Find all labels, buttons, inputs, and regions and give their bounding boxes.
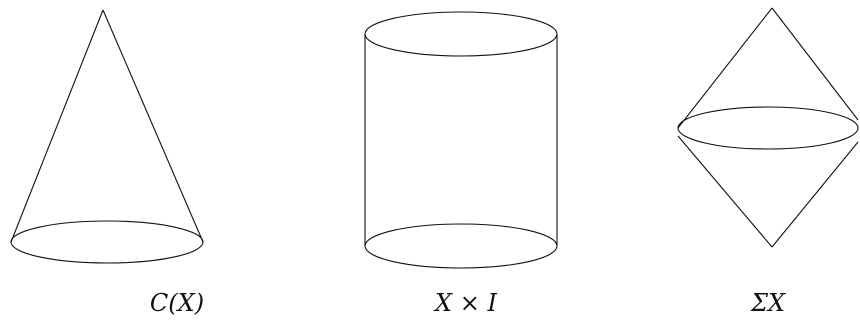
suspension-equator-ellipse — [677, 106, 859, 150]
cone-figure: C(X) — [10, 9, 204, 317]
suspension-figure: ΣX — [677, 7, 859, 317]
suspension-lower-left-edge — [677, 135, 773, 248]
cylinder-bottom-ellipse — [364, 223, 558, 269]
suspension-lower-right-edge — [771, 141, 859, 248]
cylinder-caption: X × I — [433, 289, 497, 317]
cone-right-edge — [102, 9, 204, 243]
cone-left-edge — [10, 9, 104, 243]
suspension-upper-left-edge — [677, 7, 773, 129]
cylinder-top-ellipse — [364, 11, 558, 57]
cone-base-ellipse — [10, 220, 204, 264]
suspension-upper-right-edge — [771, 7, 859, 121]
cylinder-figure: X × I — [364, 11, 558, 317]
suspension-caption: ΣX — [750, 289, 786, 317]
cone-caption: C(X) — [150, 289, 204, 317]
